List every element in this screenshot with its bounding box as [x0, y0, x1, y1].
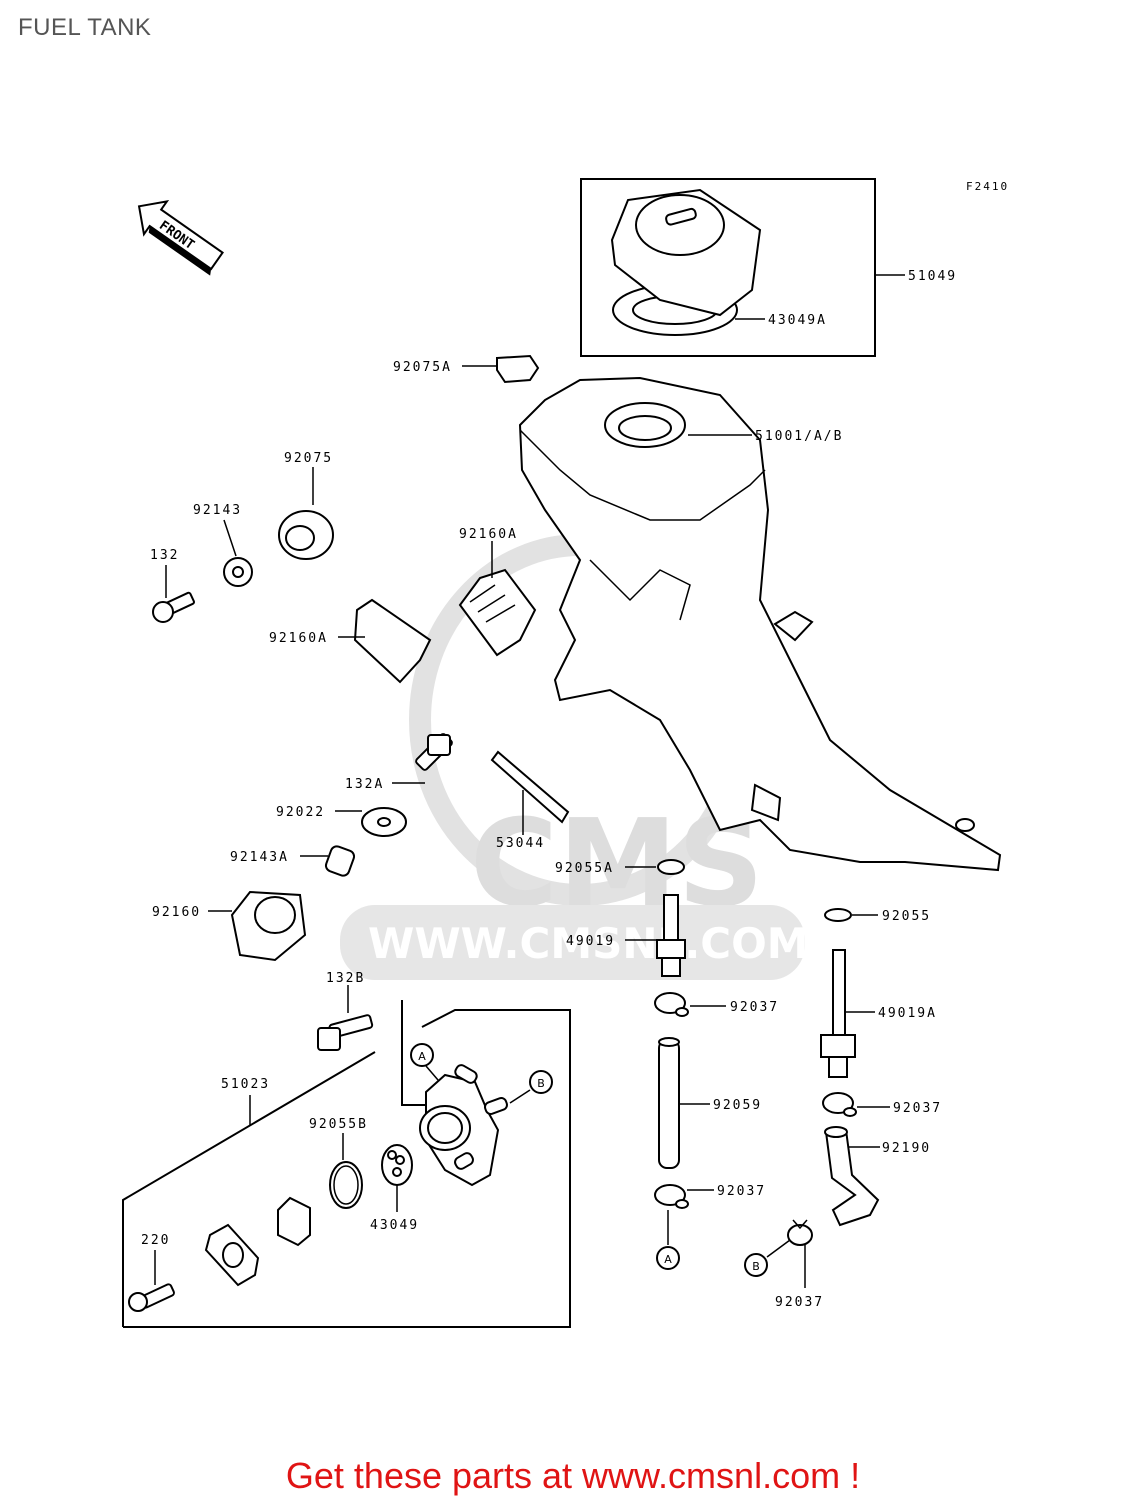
watermark-url: WWW.CMSNL.COM: [368, 919, 809, 968]
clamp-92037-2-icon: [822, 1092, 857, 1117]
connector-a-top: A: [410, 1043, 439, 1081]
bolt-132b-icon: [317, 1014, 374, 1051]
clamp-92037-1-icon: [654, 992, 689, 1017]
svg-text:B: B: [752, 1260, 760, 1273]
grommet-92075-icon: [278, 510, 334, 560]
call-to-action-link[interactable]: Get these parts at www.cmsnl.com !: [285, 1455, 861, 1496]
label-92037-2: 92037: [893, 1101, 942, 1116]
fuel-cap-icon: [610, 188, 762, 336]
label-92037-4: 92037: [775, 1295, 824, 1310]
label-92037-1: 92037: [730, 1000, 779, 1015]
label-92075a: 92075A: [393, 360, 452, 375]
valve-49019-icon: [656, 894, 686, 977]
svg-text:A: A: [664, 1253, 672, 1266]
oring-92055-icon: [824, 908, 852, 922]
label-92190: 92190: [882, 1141, 931, 1156]
connector-a-bottom: A: [656, 1210, 680, 1270]
collar-92143-icon: [223, 557, 253, 587]
label-92160: 92160: [152, 905, 201, 920]
oring-92055b-icon: [329, 1161, 363, 1209]
connector-b-bottom: B: [744, 1239, 791, 1277]
label-92075: 92075: [284, 451, 333, 466]
hose-92059-icon: [658, 1037, 680, 1169]
page-title: FUEL TANK: [18, 14, 152, 41]
rubber-92160a-right-icon: [458, 568, 537, 657]
hose-92190-icon: [824, 1126, 880, 1227]
label-92143a: 92143A: [230, 850, 289, 865]
label-92160a-left: 92160A: [269, 631, 328, 646]
label-49019a: 49019A: [878, 1006, 937, 1021]
cover-plate-icon: [204, 1223, 260, 1287]
label-92022: 92022: [276, 805, 325, 820]
label-92143: 92143: [193, 503, 242, 518]
fuel-tank-icon: [518, 376, 1002, 872]
clamp-92037-4-icon: [787, 1219, 813, 1246]
label-43049: 43049: [370, 1218, 419, 1233]
screw-220-icon: [128, 1283, 175, 1312]
label-220: 220: [141, 1233, 170, 1248]
rubber-92160a-left-icon: [353, 598, 432, 684]
grommet-92075a-icon: [496, 354, 540, 384]
label-53044: 53044: [496, 836, 545, 851]
oring-92055a-icon: [657, 859, 685, 875]
gasket-43049-icon: [381, 1144, 413, 1186]
label-43049a: 43049A: [768, 313, 827, 328]
label-92055: 92055: [882, 909, 931, 924]
label-92037-3: 92037: [717, 1184, 766, 1199]
label-92055b: 92055B: [309, 1117, 368, 1132]
rubber-92160-icon: [230, 890, 307, 962]
label-51023: 51023: [221, 1077, 270, 1092]
label-92059: 92059: [713, 1098, 762, 1113]
lever-icon: [277, 1196, 311, 1247]
bolt-132a-icon: [415, 733, 453, 771]
label-92160a-right: 92160A: [459, 527, 518, 542]
parts-diagram: CMS WWW.CMSNL.COM F2410 FRONT: [122, 178, 1009, 1328]
fuel-cock-icon: [419, 1064, 508, 1187]
watermark: CMS WWW.CMSNL.COM: [340, 534, 809, 980]
clamp-92037-3-icon: [654, 1184, 689, 1209]
label-51001: 51001/A/B: [755, 429, 843, 444]
fuel-cock-kit-box: [122, 1000, 571, 1328]
label-132a: 132A: [345, 777, 384, 792]
strip-53044-icon: [490, 750, 570, 824]
collar-92143a-icon: [324, 845, 356, 877]
diagram-code: F2410: [966, 180, 1009, 193]
label-132b: 132B: [326, 971, 365, 986]
label-51049: 51049: [908, 269, 957, 284]
front-arrow-icon: FRONT: [137, 200, 224, 276]
label-49019: 49019: [566, 934, 615, 949]
connector-b-top: B: [509, 1070, 553, 1104]
fuel-cap-box: [580, 178, 876, 357]
valve-49019a-icon: [820, 949, 856, 1078]
label-92055a: 92055A: [555, 861, 614, 876]
svg-text:B: B: [537, 1077, 545, 1090]
washer-92022-icon: [361, 807, 407, 837]
svg-text:A: A: [418, 1050, 426, 1063]
label-132: 132: [150, 548, 179, 563]
bolt-132-icon: [152, 591, 196, 623]
